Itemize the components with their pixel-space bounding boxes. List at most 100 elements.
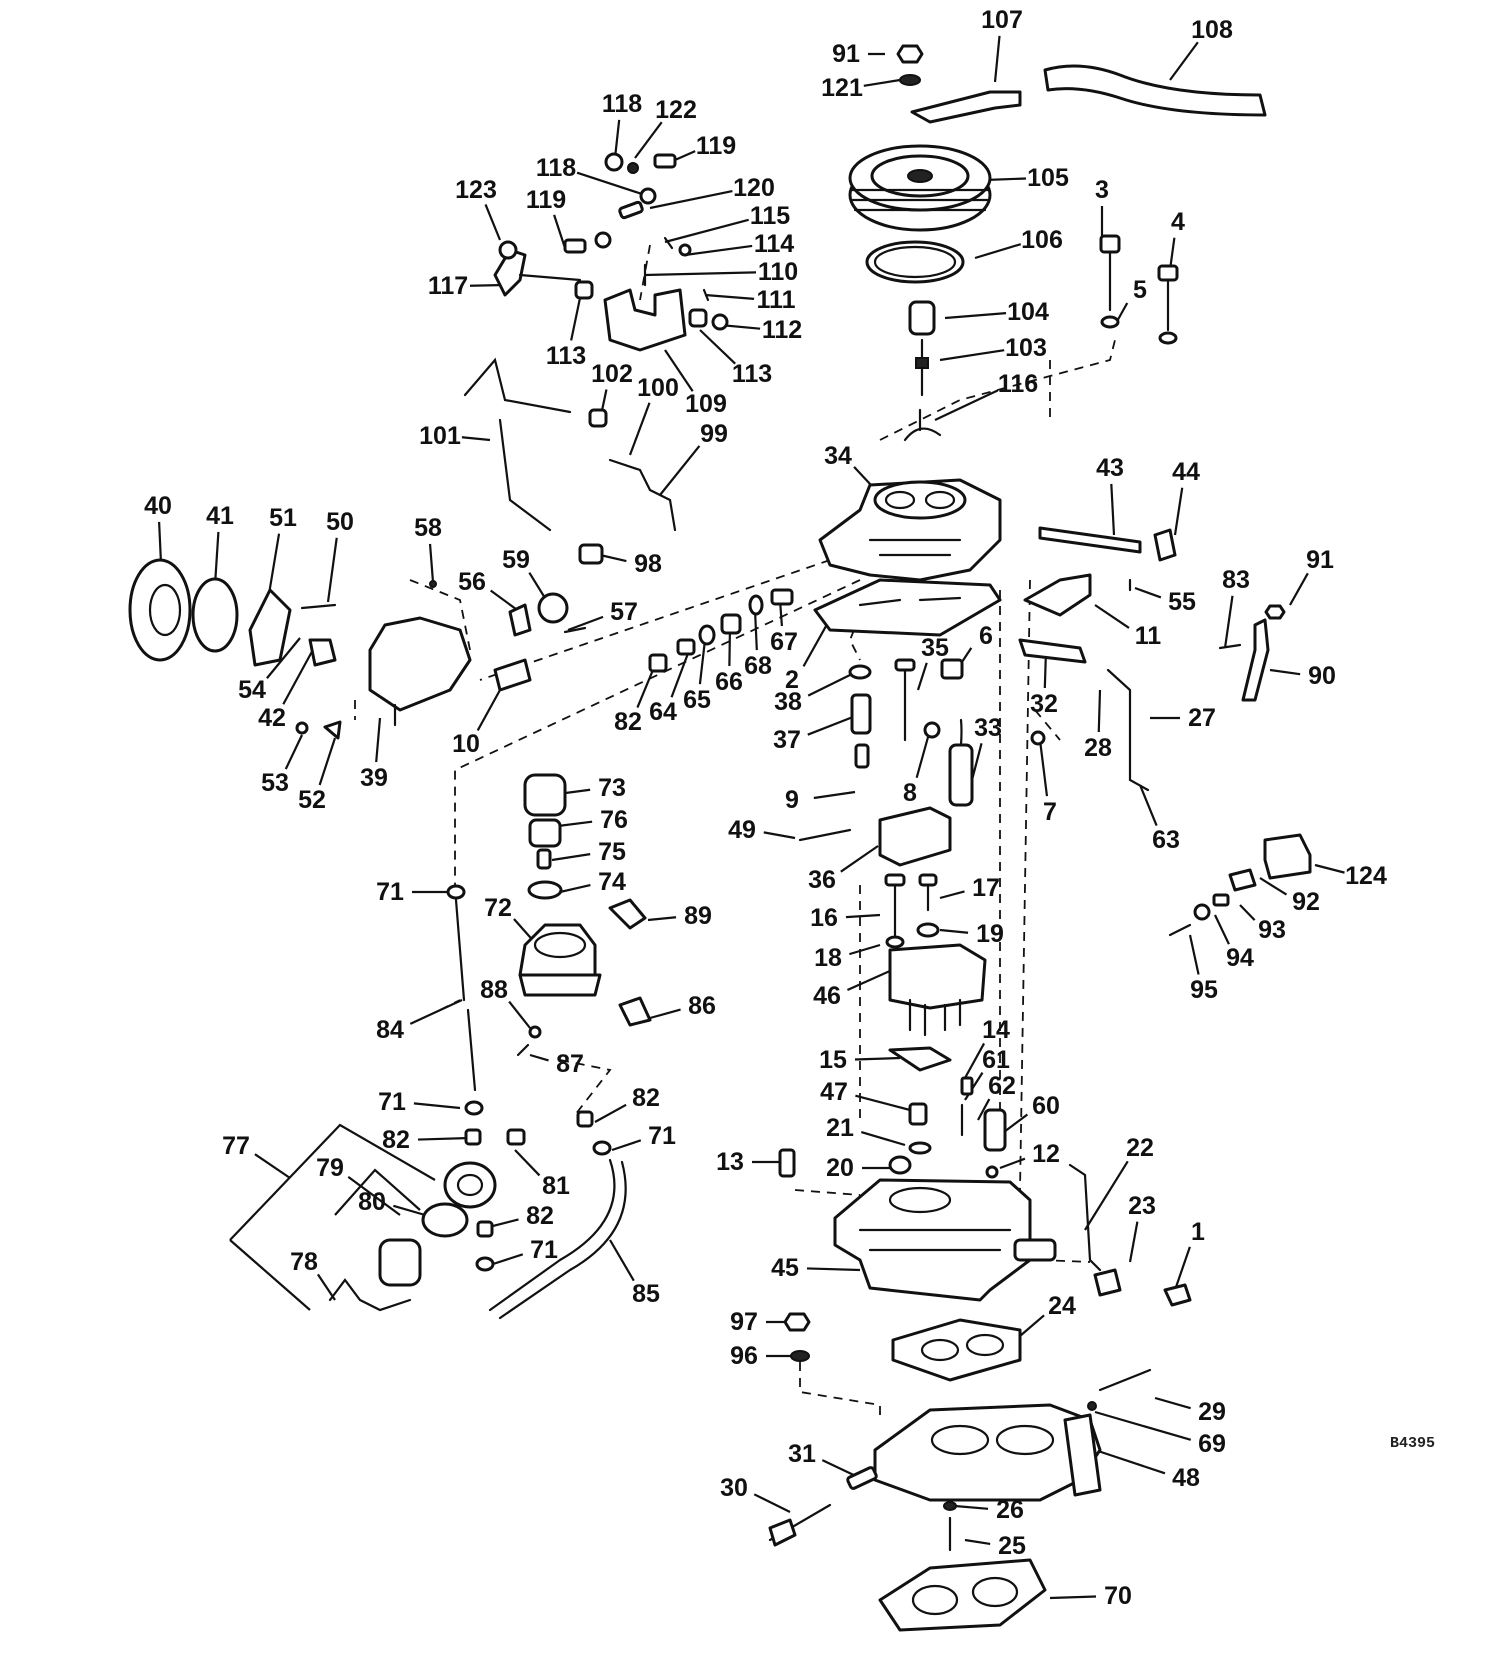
fuel-pump [518, 923, 602, 997]
shaft [518, 273, 582, 282]
leader-line-93 [1239, 904, 1256, 921]
callout-119: 119 [526, 186, 566, 214]
leader-line-86 [649, 1008, 681, 1020]
leader-line-49 [763, 831, 796, 840]
callout-49: 49 [728, 816, 756, 844]
washer [627, 162, 639, 174]
lever [308, 638, 337, 667]
callout-51: 51 [269, 504, 297, 532]
gasket [748, 594, 764, 616]
callout-50: 50 [326, 508, 354, 536]
callout-82: 82 [382, 1126, 410, 1154]
callout-92: 92 [1292, 888, 1320, 916]
callout-39: 39 [360, 764, 388, 792]
nut [1264, 604, 1286, 620]
callout-11: 11 [1135, 622, 1162, 650]
callout-61: 61 [982, 1046, 1010, 1074]
float [878, 806, 952, 867]
callout-123: 123 [455, 176, 497, 204]
callout-81: 81 [542, 1172, 570, 1200]
callout-71: 71 [376, 878, 404, 906]
leader-line-10 [476, 689, 501, 731]
callout-labels: 1234567891011121314151617181920212223242… [144, 6, 1387, 1610]
screw [300, 603, 337, 610]
callout-7: 7 [1043, 798, 1057, 826]
link-rod [1068, 1163, 1102, 1272]
spring [618, 200, 644, 220]
leader-line-52 [318, 737, 337, 786]
callout-79: 79 [316, 1154, 344, 1182]
leader-line-87 [529, 1053, 549, 1062]
callout-55: 55 [1168, 588, 1196, 616]
callout-113: 113 [732, 360, 772, 388]
air-cleaner [848, 144, 992, 232]
leader-line-106 [974, 243, 1022, 260]
callout-101: 101 [419, 422, 461, 450]
spring [536, 848, 552, 870]
fuel-hose [466, 1008, 477, 1092]
callout-5: 5 [1133, 276, 1147, 304]
callout-62: 62 [988, 1072, 1016, 1100]
fitting [508, 603, 532, 637]
leader-line-54 [266, 637, 301, 679]
leader-line-122 [634, 121, 663, 159]
clamp [592, 1140, 612, 1156]
fitting [578, 543, 604, 565]
leader-line-110 [644, 271, 757, 277]
callout-97: 97 [730, 1308, 758, 1336]
callout-52: 52 [298, 786, 326, 814]
callout-13: 13 [716, 1148, 744, 1176]
callout-12: 12 [1032, 1140, 1060, 1168]
pump-lever [1018, 638, 1087, 664]
choke-housing [128, 558, 192, 662]
leader-line-119 [674, 150, 696, 162]
throttle-lever [1241, 618, 1270, 702]
callout-87: 87 [556, 1050, 584, 1078]
callout-118: 118 [602, 90, 642, 118]
callout-25: 25 [998, 1532, 1026, 1560]
leader-line-24 [1019, 1314, 1045, 1337]
jet [908, 1102, 928, 1126]
callout-111: 111 [757, 286, 796, 314]
callout-75: 75 [598, 838, 626, 866]
callout-68: 68 [744, 652, 772, 680]
leader-line-119 [553, 214, 567, 249]
callout-65: 65 [683, 686, 711, 714]
leader-line-42 [282, 645, 316, 705]
leader-line-70 [1049, 1595, 1097, 1600]
leader-line-84 [409, 999, 463, 1025]
leader-line-65 [698, 639, 707, 685]
ball [537, 592, 569, 624]
callout-24: 24 [1048, 1292, 1076, 1320]
link [1212, 893, 1230, 907]
leader-line-71 [611, 1139, 642, 1152]
leader-line-55 [1134, 586, 1162, 599]
fuel-filter [443, 1161, 497, 1209]
leader-line-113 [699, 329, 736, 365]
callout-4: 4 [1171, 208, 1185, 236]
leader-line-82 [417, 1136, 471, 1141]
nut [498, 240, 518, 260]
bracket [603, 288, 687, 352]
leader-line-23 [1128, 1221, 1139, 1263]
leader-line-14 [964, 1042, 986, 1079]
callout-48: 48 [1172, 1464, 1200, 1492]
air-cleaner-gasket [865, 240, 965, 284]
ring [1030, 730, 1046, 746]
spring [770, 588, 794, 606]
leader-line-17 [939, 890, 965, 900]
callout-85: 85 [632, 1280, 660, 1308]
fitting [588, 408, 608, 428]
leader-line-38 [807, 674, 851, 697]
leader-line-64 [670, 647, 692, 698]
leader-line-22 [1084, 1160, 1129, 1231]
callout-43: 43 [1096, 454, 1124, 482]
leader-line-26 [954, 1504, 989, 1510]
callout-64: 64 [649, 698, 677, 726]
gasket-washer [848, 664, 872, 680]
leader-line-101 [461, 436, 491, 442]
callout-54: 54 [238, 676, 266, 704]
clip [618, 996, 652, 1027]
callout-59: 59 [502, 546, 530, 574]
